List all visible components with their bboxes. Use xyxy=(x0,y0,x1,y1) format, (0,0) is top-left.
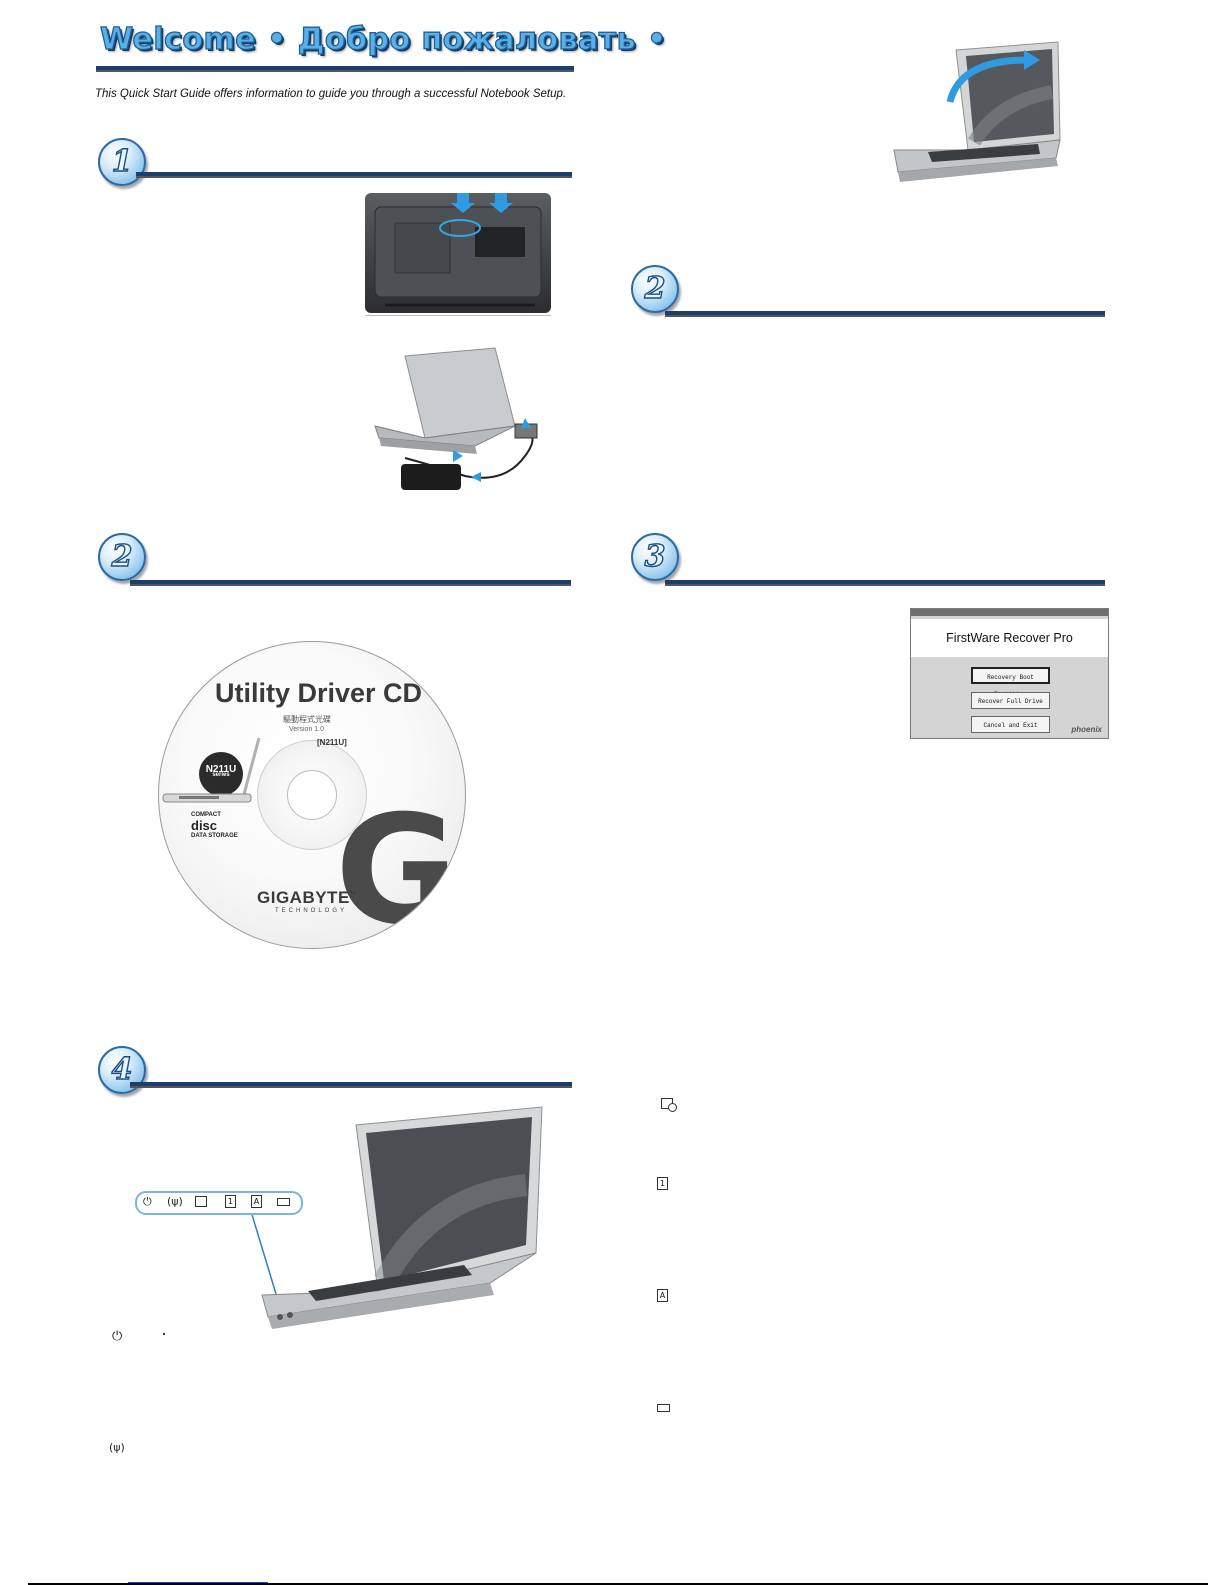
compact-disc-logo: COMPACT disc DATA STORAGE xyxy=(191,812,238,840)
disc-logo-line2: disc xyxy=(191,818,218,833)
power-icon: ⏻ xyxy=(112,1329,123,1344)
battery-icon xyxy=(277,1198,290,1206)
cd-brand-sub: TECHNOLOGY xyxy=(275,908,348,914)
utility-driver-cd: Utility Driver CD 驅動程式光碟 Version 1.0 [N2… xyxy=(158,641,466,949)
led-indicator-strip: ⏻ (ψ) 1 A xyxy=(135,1191,303,1215)
cd-letter-g: G xyxy=(335,784,459,949)
step-4-rule xyxy=(130,1082,572,1088)
step-3-badge: 3 xyxy=(631,533,679,581)
laptop-power-photo xyxy=(365,346,549,494)
caps-lock-icon: A xyxy=(251,1195,262,1208)
recover-pro-title: FirstWare Recover Pro xyxy=(911,619,1108,657)
photo-divider xyxy=(365,315,551,316)
step-3-rule xyxy=(665,580,1105,586)
num-lock-icon: 1 xyxy=(657,1177,668,1190)
disc-logo-line3: DATA STORAGE xyxy=(191,833,238,839)
cd-badge-series: series xyxy=(212,772,230,778)
disc-logo-line1: COMPACT xyxy=(191,812,221,818)
step-2-right-badge: 2 xyxy=(631,265,679,313)
step-2-left-rule xyxy=(130,580,571,586)
laptop-bottom-photo xyxy=(365,193,551,313)
indicator-pointer-line xyxy=(250,1208,277,1295)
cd-hole xyxy=(287,770,337,820)
step-4-badge: 4 xyxy=(98,1046,146,1094)
recover-pro-screen: FirstWare Recover Pro Recovery Boot Part… xyxy=(910,608,1109,739)
cd-brand-name: GIGABYTE xyxy=(257,888,350,907)
open-lid-photo xyxy=(888,32,1073,192)
screen-title-bar xyxy=(911,609,1108,616)
cd-brand-tm: ™ xyxy=(349,891,358,899)
recovery-boot-partition-button[interactable]: Recovery Boot Partition xyxy=(971,667,1050,698)
recover-full-drive-button[interactable]: Recover Full Drive xyxy=(971,692,1050,709)
cd-badge-model: N211U xyxy=(205,764,237,775)
num-lock-icon: 1 xyxy=(225,1195,236,1208)
hdd-icon xyxy=(195,1196,207,1207)
step-1-rule xyxy=(136,172,572,178)
step-1-badge: 1 xyxy=(98,138,146,186)
hdd-disc-icon xyxy=(668,1103,677,1112)
intro-text: This Quick Start Guide offers informatio… xyxy=(95,88,567,100)
laptop-indicators-photo xyxy=(250,1105,546,1331)
footer-link-underline[interactable] xyxy=(128,1582,268,1583)
caps-lock-icon: A xyxy=(657,1289,668,1302)
wireless-icon: (ψ) xyxy=(167,1195,183,1208)
cd-brand: GIGABYTE™ xyxy=(257,888,357,908)
cd-subtitle: 驅動程式光碟 xyxy=(283,715,331,724)
cd-series-badge: N211U series xyxy=(199,752,243,796)
footer-rule xyxy=(28,1583,1208,1585)
power-icon: ⏻ xyxy=(143,1195,152,1208)
cd-model: [N211U] xyxy=(317,738,347,747)
cancel-and-exit-button[interactable]: Cancel and Exit xyxy=(971,716,1050,733)
title-rule xyxy=(96,66,574,72)
dot-mark xyxy=(163,1333,165,1335)
step-2-left-badge: 2 xyxy=(98,533,146,581)
wireless-icon: (ψ) xyxy=(109,1441,125,1454)
step-2-right-rule xyxy=(665,311,1105,317)
page-title: Welcome • Добро пожаловать • xyxy=(99,21,667,57)
phoenix-logo: phoenix xyxy=(1071,725,1102,734)
battery-icon xyxy=(657,1404,670,1412)
cd-laptop-illustration xyxy=(162,738,261,803)
cd-version: Version 1.0 xyxy=(289,726,325,733)
cd-title: Utility Driver CD xyxy=(215,678,423,708)
